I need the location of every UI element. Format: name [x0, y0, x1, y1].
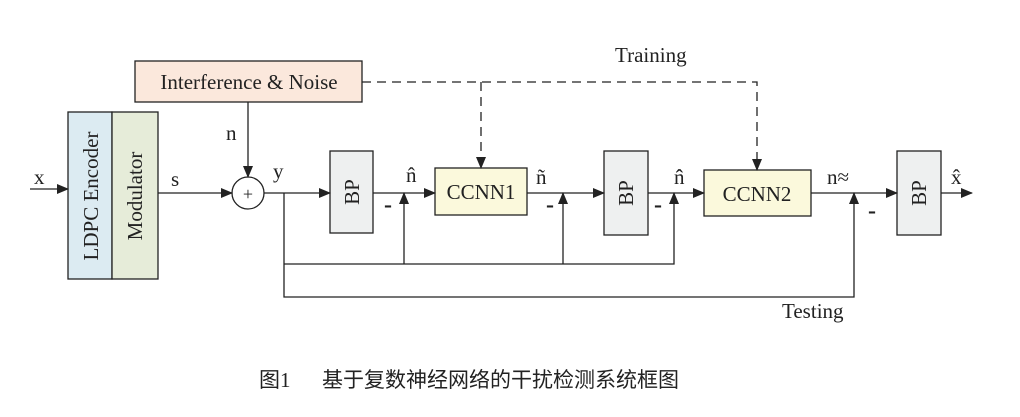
plus-sign: + — [243, 184, 253, 204]
signal-n-double-tilde: n≈ — [827, 165, 849, 189]
ccnn2-label: CCNN2 — [723, 182, 792, 206]
signal-y: y — [273, 159, 284, 183]
bp-label: BP — [614, 180, 638, 206]
interference-noise-label: Interference & Noise — [160, 70, 337, 94]
bp-block-3: BP — [896, 150, 942, 236]
bp-label: BP — [907, 180, 931, 206]
modulator-label: Modulator — [123, 152, 147, 241]
bp-block-1: BP — [329, 150, 374, 234]
signal-connections — [30, 81, 973, 298]
minus-sign: - — [654, 192, 662, 218]
training-label: Training — [615, 43, 687, 67]
minus-sign: - — [546, 192, 554, 218]
ldpc-encoder-block: LDPC Encoder — [67, 111, 113, 280]
ccnn1-label: CCNN1 — [447, 180, 516, 204]
figure-caption: 基于复数神经网络的干扰检测系统框图 — [322, 368, 679, 392]
ccnn2-block: CCNN2 — [703, 169, 812, 217]
signal-s: s — [171, 167, 179, 191]
signal-n-double-hat: n̂̂ — [674, 165, 685, 189]
testing-label: Testing — [782, 299, 844, 323]
modulator-block: Modulator — [111, 111, 159, 280]
signal-x: x — [34, 165, 45, 189]
sum-node: + — [231, 176, 265, 210]
ldpc-encoder-label: LDPC Encoder — [79, 132, 103, 261]
signal-n-hat: n̂ — [406, 163, 417, 187]
figure-number: 图1 — [259, 368, 291, 392]
bp-block-2: BP — [603, 150, 649, 236]
signal-n-tilde: ñ — [536, 165, 547, 189]
interference-noise-block: Interference & Noise — [134, 60, 363, 103]
minus-sign: - — [868, 198, 876, 224]
ccnn1-block: CCNN1 — [434, 167, 528, 216]
minus-sign: - — [384, 192, 392, 218]
bp-label: BP — [340, 179, 364, 205]
signal-x-hat: x̂ — [951, 165, 962, 189]
signal-n: n — [226, 121, 237, 145]
